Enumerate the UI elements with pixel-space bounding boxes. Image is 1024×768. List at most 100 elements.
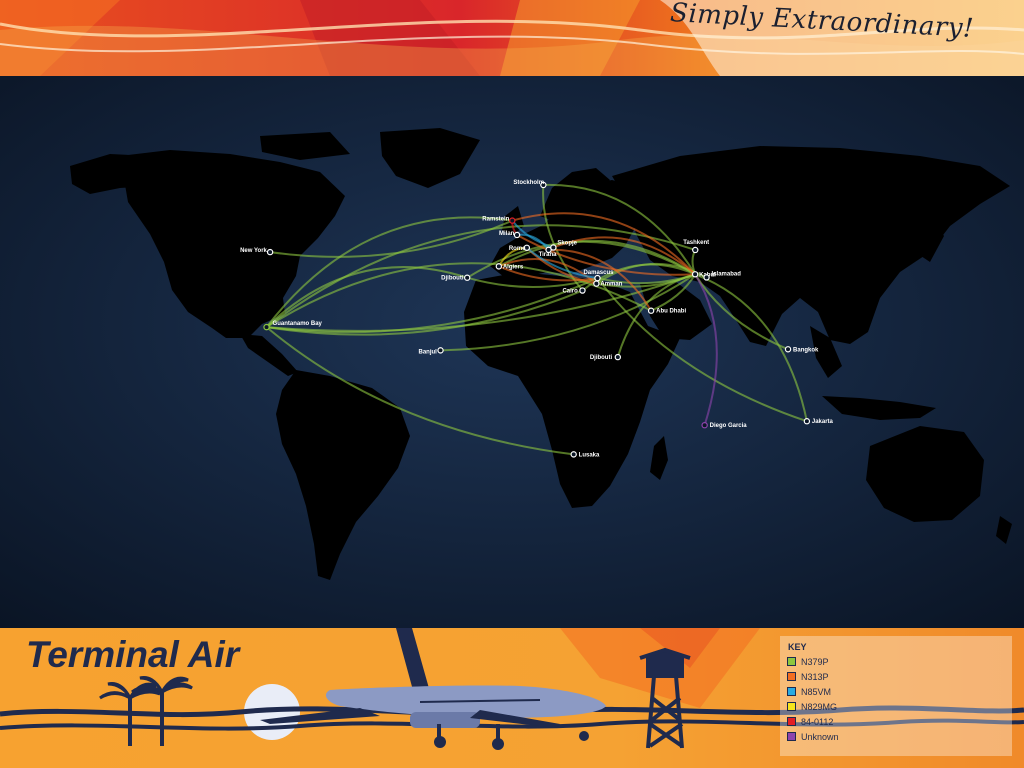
city-dot bbox=[692, 246, 699, 254]
city-label: Damascus bbox=[583, 270, 614, 276]
city-label: Amman bbox=[600, 282, 622, 288]
route-line bbox=[694, 273, 808, 423]
city-label: Bangkok bbox=[793, 347, 819, 353]
legend-swatch bbox=[787, 672, 796, 681]
route-line bbox=[525, 246, 599, 280]
route-line bbox=[265, 326, 575, 456]
city-marker: Amman bbox=[593, 280, 623, 288]
city-marker: Cairo bbox=[562, 287, 586, 295]
city-label: Skopje bbox=[557, 240, 577, 246]
landmass-indonesia bbox=[822, 396, 936, 420]
city-dot bbox=[803, 418, 811, 425]
city-dot bbox=[523, 244, 531, 251]
city-label: Djibouti bbox=[441, 276, 464, 282]
city-label: Algiers bbox=[503, 264, 524, 270]
city-label: Abu Dhabi bbox=[656, 309, 686, 315]
top-banner-art bbox=[0, 0, 1024, 76]
city-label: Jakarta bbox=[812, 419, 834, 425]
route-line bbox=[516, 233, 697, 276]
city-dot bbox=[579, 287, 586, 294]
city-dot bbox=[703, 274, 710, 281]
landmass-japan bbox=[918, 216, 944, 262]
city-dot bbox=[594, 274, 601, 282]
legend-swatch bbox=[787, 717, 796, 726]
legend-item: N85VM bbox=[787, 686, 831, 697]
city-marker: Lusaka bbox=[570, 451, 600, 458]
landmass-south-america bbox=[276, 370, 410, 580]
city-marker: Djibouti bbox=[441, 274, 471, 282]
legend: KEY N379P N313P N85VM N829MG 84-0112 Unk… bbox=[780, 636, 1012, 756]
city-dot bbox=[263, 323, 270, 331]
city-marker: Milan bbox=[499, 231, 521, 239]
brand-title: Terminal Air bbox=[26, 634, 240, 675]
route-line bbox=[552, 236, 697, 276]
legend-item: N829MG bbox=[787, 701, 837, 712]
city-label: Tashkent bbox=[683, 240, 709, 246]
legend-swatch bbox=[787, 687, 796, 696]
route-line bbox=[265, 273, 697, 332]
palm-tree-icon bbox=[99, 676, 193, 746]
city-marker: Tashkent bbox=[683, 240, 709, 254]
city-marker: New York bbox=[240, 248, 274, 256]
city-dot bbox=[437, 347, 444, 354]
city-dot bbox=[570, 451, 577, 458]
landmass-canadian-islands bbox=[260, 132, 350, 160]
city-dot bbox=[463, 274, 471, 281]
city-label: Rome bbox=[509, 246, 526, 252]
city-dot bbox=[540, 181, 547, 189]
route-line bbox=[596, 273, 697, 285]
top-banner: Simply Extraordinary! bbox=[0, 0, 1024, 76]
city-label: Milan bbox=[499, 231, 515, 237]
city-label: Islamabad bbox=[712, 271, 742, 277]
city-marker: Banjul bbox=[419, 347, 444, 355]
city-label: Stockholm bbox=[513, 180, 544, 186]
legend-label: N313P bbox=[801, 671, 829, 682]
city-dot bbox=[593, 280, 600, 287]
route-line bbox=[265, 289, 584, 336]
route-line bbox=[497, 265, 599, 282]
landmass-greenland bbox=[380, 128, 480, 188]
legend-label: N85VM bbox=[801, 686, 832, 697]
city-dot bbox=[513, 231, 521, 239]
route-line bbox=[265, 224, 697, 329]
city-dot bbox=[266, 248, 274, 256]
landmass-north-america bbox=[120, 150, 345, 338]
route-line bbox=[466, 276, 599, 289]
legend-title: KEY bbox=[788, 642, 807, 652]
city-marker: Jakarta bbox=[803, 418, 834, 425]
city-label: Diego Garcia bbox=[710, 423, 748, 429]
city-dot bbox=[691, 271, 699, 278]
legend-swatch bbox=[787, 702, 796, 711]
route-line bbox=[265, 216, 514, 329]
city-dot bbox=[550, 244, 557, 251]
landmass-new-zealand bbox=[996, 516, 1012, 544]
route-line bbox=[694, 273, 790, 351]
legend-label: 84-0112 bbox=[801, 716, 834, 727]
legend-item: N379P bbox=[787, 656, 829, 667]
city-marker: Diego Garcia bbox=[701, 421, 748, 429]
landmass-madagascar bbox=[650, 436, 668, 480]
route-line bbox=[265, 266, 469, 329]
route-line bbox=[511, 212, 697, 276]
city-dot bbox=[495, 263, 503, 270]
landmass-alaska bbox=[70, 154, 150, 194]
city-label: Ramstein bbox=[482, 217, 509, 223]
legend-item: 84-0112 bbox=[787, 716, 833, 727]
city-label: Lusaka bbox=[579, 452, 600, 458]
cities: StockholmRamsteinMilanSkopjeRomeTiranaAl… bbox=[240, 180, 833, 458]
city-dot bbox=[784, 346, 792, 353]
landmass-scandinavia bbox=[540, 168, 610, 222]
city-marker: Ramstein bbox=[482, 217, 516, 224]
bottom-banner-art bbox=[0, 628, 1024, 768]
city-label: Djibouti bbox=[590, 355, 613, 361]
route-line bbox=[650, 273, 697, 312]
city-dot bbox=[647, 307, 655, 314]
city-marker: Algiers bbox=[495, 263, 524, 270]
route-line bbox=[439, 273, 697, 352]
watchtower-icon bbox=[639, 647, 691, 749]
legend-label: Unknown bbox=[801, 731, 839, 742]
landmasses bbox=[70, 128, 1012, 580]
city-label: Banjul bbox=[419, 349, 438, 355]
city-dot bbox=[701, 421, 708, 429]
